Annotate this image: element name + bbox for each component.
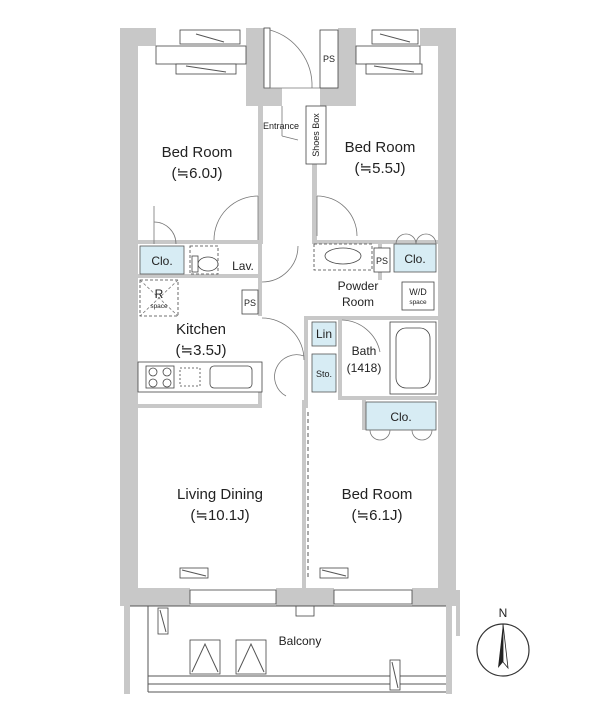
kitchen-counter <box>137 361 263 393</box>
ps-top: PS <box>319 29 339 89</box>
living-name: Living Dining <box>177 486 263 503</box>
kitchen-name: Kitchen <box>176 321 226 338</box>
bath-name: Bath <box>352 344 377 358</box>
ps-top-label: PS <box>323 54 335 64</box>
lin-label: Lin <box>316 327 332 341</box>
lav-label: Lav. <box>232 259 254 273</box>
closet-right: Clo. <box>393 233 437 273</box>
linen-storage: Lin Sto. <box>311 321 337 393</box>
north-compass-icon: N <box>476 606 530 677</box>
bath-size: (1418) <box>347 361 382 375</box>
room-powder: Powder Room <box>338 279 379 309</box>
windows-bottom <box>179 567 413 617</box>
balcony-label: Balcony <box>279 634 322 648</box>
powder-room-fixtures: PS W/D space <box>313 243 435 311</box>
closet-left: Clo. <box>139 245 185 275</box>
closet-left-label: Clo. <box>151 254 172 268</box>
compass-label: N <box>499 606 508 620</box>
fridge-label: R <box>155 287 164 301</box>
room-bedroom-se: Bed Room (≒6.1J) <box>342 486 413 524</box>
ps-powder-label: PS <box>376 256 388 266</box>
bedroom-nw-size: (≒6.0J) <box>172 165 223 182</box>
room-kitchen: Kitchen (≒3.5J) <box>176 321 227 359</box>
interior-doors <box>153 195 381 580</box>
sto-label: Sto. <box>316 369 332 379</box>
entrance-label: Entrance <box>263 121 299 131</box>
ps-kitchen-label: PS <box>244 298 256 308</box>
bedroom-se-size: (≒6.1J) <box>352 507 403 524</box>
bathtub <box>389 321 437 395</box>
room-bath: Bath (1418) <box>347 344 382 375</box>
lavatory: Lav. <box>189 245 254 275</box>
kitchen-size: (≒3.5J) <box>176 342 227 359</box>
wd-label: W/D <box>409 287 427 297</box>
bedroom-ne-name: Bed Room <box>345 139 416 156</box>
room-bedroom-ne: Bed Room (≒5.5J) <box>345 139 416 177</box>
entrance-door <box>263 27 320 89</box>
bedroom-ne-size: (≒5.5J) <box>355 160 406 177</box>
powder-name: Powder <box>338 279 379 293</box>
bedroom-nw-name: Bed Room <box>162 144 233 161</box>
living-size: (≒10.1J) <box>190 507 249 524</box>
powder-name-2: Room <box>342 295 374 309</box>
shoes-box: Shoes Box Entrance <box>263 105 327 165</box>
room-bedroom-nw: Bed Room (≒6.0J) <box>162 144 233 182</box>
windows-top <box>155 29 423 75</box>
room-living: Living Dining (≒10.1J) <box>177 486 263 524</box>
fridge-sub-label: space <box>150 303 168 310</box>
closet-right-label: Clo. <box>404 252 425 266</box>
wd-sub-label: space <box>409 299 427 306</box>
bedroom-se-name: Bed Room <box>342 486 413 503</box>
ps-kitchen: PS <box>241 289 259 315</box>
fridge-space: R space <box>139 279 179 317</box>
closet-bottom-label: Clo. <box>390 410 411 424</box>
shoes-box-label: Shoes Box <box>311 113 321 157</box>
balcony: Balcony <box>130 605 446 693</box>
walls <box>120 28 460 694</box>
closet-bottom: Clo. <box>365 401 437 441</box>
